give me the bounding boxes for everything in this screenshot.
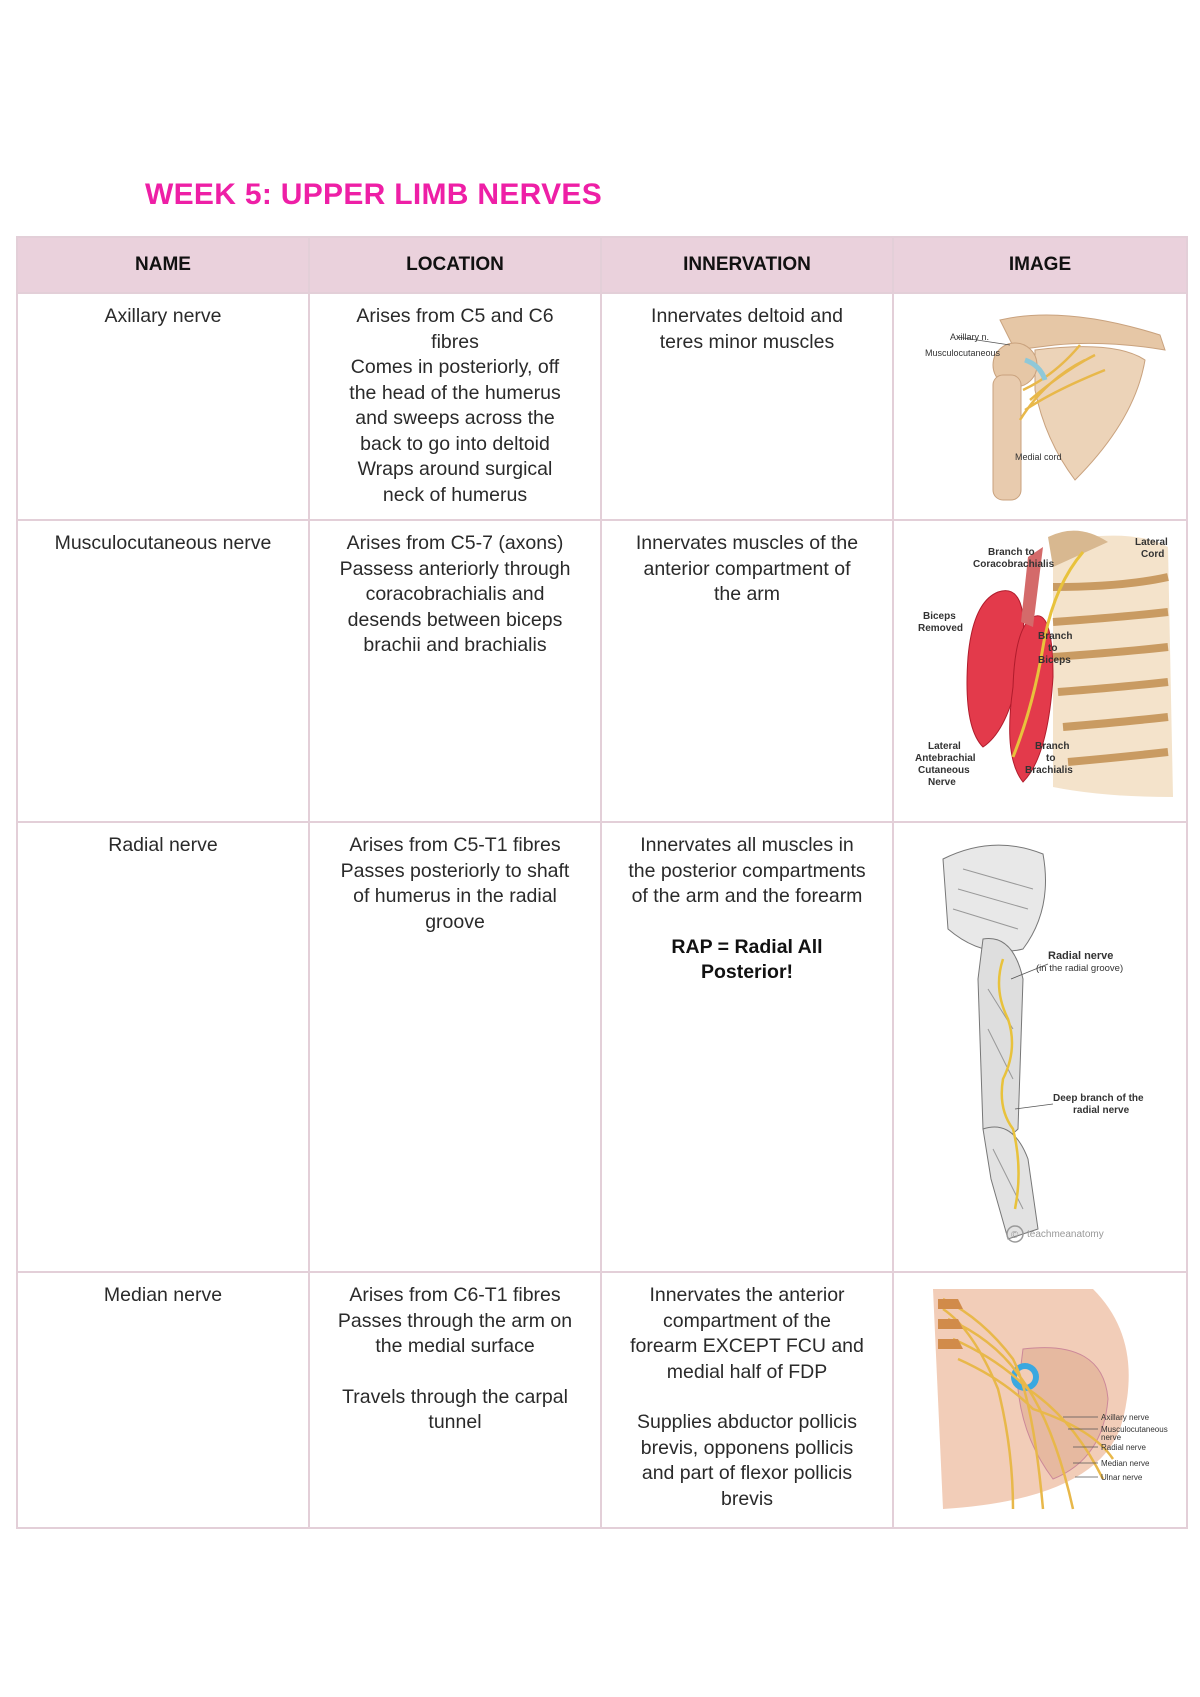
nerve-location: Arises from C5-7 (axons) Passess anterio… — [308, 519, 602, 823]
svg-text:nerve: nerve — [1101, 1433, 1122, 1442]
nerve-location: Arises from C5-T1 fibres Passes posterio… — [308, 821, 602, 1273]
nerve-location: Arises from C5 and C6 fibres Comes in po… — [308, 292, 602, 521]
svg-text:Removed: Removed — [918, 623, 963, 634]
svg-text:radial nerve: radial nerve — [1073, 1105, 1130, 1116]
svg-text:Antebrachial: Antebrachial — [915, 753, 976, 764]
svg-text:Branch to: Branch to — [988, 547, 1035, 558]
musculocutaneous-illustration: Branch to Coracobrachialis Lateral Cord … — [902, 527, 1178, 807]
svg-text:Axillary nerve: Axillary nerve — [1101, 1413, 1150, 1422]
nerve-location: Arises from C6-T1 fibres Passes through … — [308, 1271, 602, 1529]
header-location: LOCATION — [308, 236, 602, 294]
svg-text:Radial nerve: Radial nerve — [1101, 1443, 1146, 1452]
table-row: Musculocutaneous nerve Arises from C5-7 … — [16, 519, 1188, 823]
axillary-illustration: Axillary n. Musculocutaneous Medial cord — [905, 300, 1175, 505]
svg-text:Lateral: Lateral — [928, 741, 961, 752]
svg-text:to: to — [1048, 643, 1057, 654]
svg-text:Cord: Cord — [1141, 549, 1164, 560]
median-illustration: Axillary nerve Musculocutaneous nerve Ra… — [902, 1279, 1178, 1514]
nerve-innervation: Innervates muscles of the anterior compa… — [600, 519, 894, 823]
table-row: Axillary nerve Arises from C5 and C6 fib… — [16, 292, 1188, 521]
nerve-image: Branch to Coracobrachialis Lateral Cord … — [892, 519, 1188, 823]
header-name: NAME — [16, 236, 310, 294]
label-medial-cord: Medial cord — [1015, 452, 1062, 462]
svg-text:Cutaneous: Cutaneous — [918, 765, 970, 776]
svg-text:Deep branch of the: Deep branch of the — [1053, 1093, 1144, 1104]
nerves-table: NAME LOCATION INNERVATION IMAGE Axillary… — [16, 236, 1188, 1529]
svg-text:Median nerve: Median nerve — [1101, 1459, 1150, 1468]
radial-illustration: Radial nerve (in the radial groove) Deep… — [902, 829, 1178, 1259]
svg-text:Nerve: Nerve — [928, 777, 956, 788]
table-row: Median nerve Arises from C6-T1 fibres Pa… — [16, 1271, 1188, 1529]
svg-text:Ulnar nerve: Ulnar nerve — [1101, 1473, 1143, 1482]
table-row: Radial nerve Arises from C5-T1 fibres Pa… — [16, 821, 1188, 1273]
header-image: IMAGE — [892, 236, 1188, 294]
svg-text:Lateral: Lateral — [1135, 537, 1168, 548]
svg-text:Biceps: Biceps — [923, 611, 956, 622]
nerve-name: Median nerve — [16, 1271, 310, 1529]
table-header-row: NAME LOCATION INNERVATION IMAGE — [16, 236, 1188, 294]
nerve-name: Musculocutaneous nerve — [16, 519, 310, 823]
svg-text:Biceps: Biceps — [1038, 655, 1071, 666]
svg-text:Radial nerve: Radial nerve — [1048, 950, 1113, 962]
nerve-innervation: Innervates all muscles in the posterior … — [600, 821, 894, 1273]
svg-text:Branch: Branch — [1038, 631, 1072, 642]
nerve-innervation: Innervates the anterior compartment of t… — [600, 1271, 894, 1529]
svg-text:Musculocutaneous: Musculocutaneous — [1101, 1425, 1168, 1434]
nerve-image: Axillary n. Musculocutaneous Medial cord — [892, 292, 1188, 521]
svg-text:teachmeanatomy: teachmeanatomy — [1027, 1229, 1104, 1240]
header-innervation: INNERVATION — [600, 236, 894, 294]
label-axillary: Axillary n. — [950, 332, 989, 342]
svg-text:Brachialis: Brachialis — [1025, 765, 1073, 776]
page-title: WEEK 5: UPPER LIMB NERVES — [145, 178, 603, 211]
svg-text:Branch: Branch — [1035, 741, 1069, 752]
svg-text:©: © — [1011, 1230, 1019, 1241]
nerve-image: Axillary nerve Musculocutaneous nerve Ra… — [892, 1271, 1188, 1529]
nerve-name: Radial nerve — [16, 821, 310, 1273]
svg-text:(in the radial groove): (in the radial groove) — [1036, 963, 1123, 974]
nerve-name: Axillary nerve — [16, 292, 310, 521]
mnemonic: RAP = Radial All — [671, 935, 823, 958]
label-musculocutaneous: Musculocutaneous — [925, 348, 1001, 358]
svg-text:Coracobrachialis: Coracobrachialis — [973, 559, 1055, 570]
svg-text:to: to — [1046, 753, 1055, 764]
nerve-image: Radial nerve (in the radial groove) Deep… — [892, 821, 1188, 1273]
nerve-innervation: Innervates deltoid and teres minor muscl… — [600, 292, 894, 521]
